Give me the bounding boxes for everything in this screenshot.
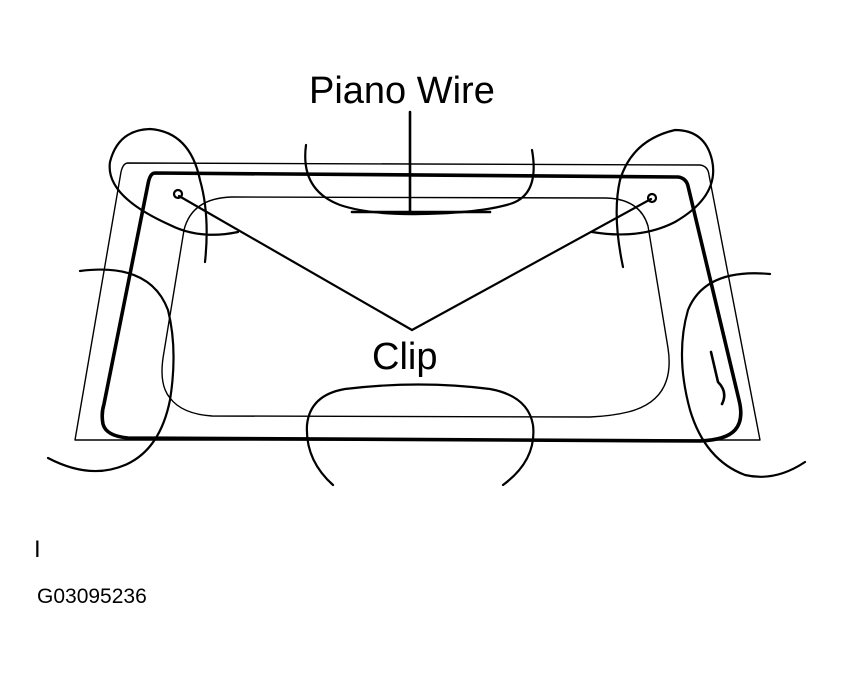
clip-leader-right [410, 197, 653, 332]
clip-right [646, 192, 658, 204]
glass-frame-bead [100, 171, 743, 443]
piano-wire-label: Piano Wire [309, 70, 495, 112]
clip-left [172, 188, 184, 200]
glass-inner-opening [161, 196, 670, 418]
detail-circle-top-right [590, 128, 715, 269]
glass-outer-edge [74, 162, 761, 441]
detail-circle-top-center [304, 143, 535, 216]
figure-marker: I [34, 536, 41, 563]
detail-circle-right [680, 272, 807, 478]
clip-label: Clip [372, 336, 438, 378]
clip-leader-left [177, 194, 414, 332]
detail-circle-top-left [108, 127, 240, 264]
bead-hook-detail [709, 350, 726, 406]
detail-circle-bottom-center [305, 383, 535, 487]
detail-circle-left [46, 268, 175, 473]
figure-code: G03095236 [37, 585, 147, 608]
